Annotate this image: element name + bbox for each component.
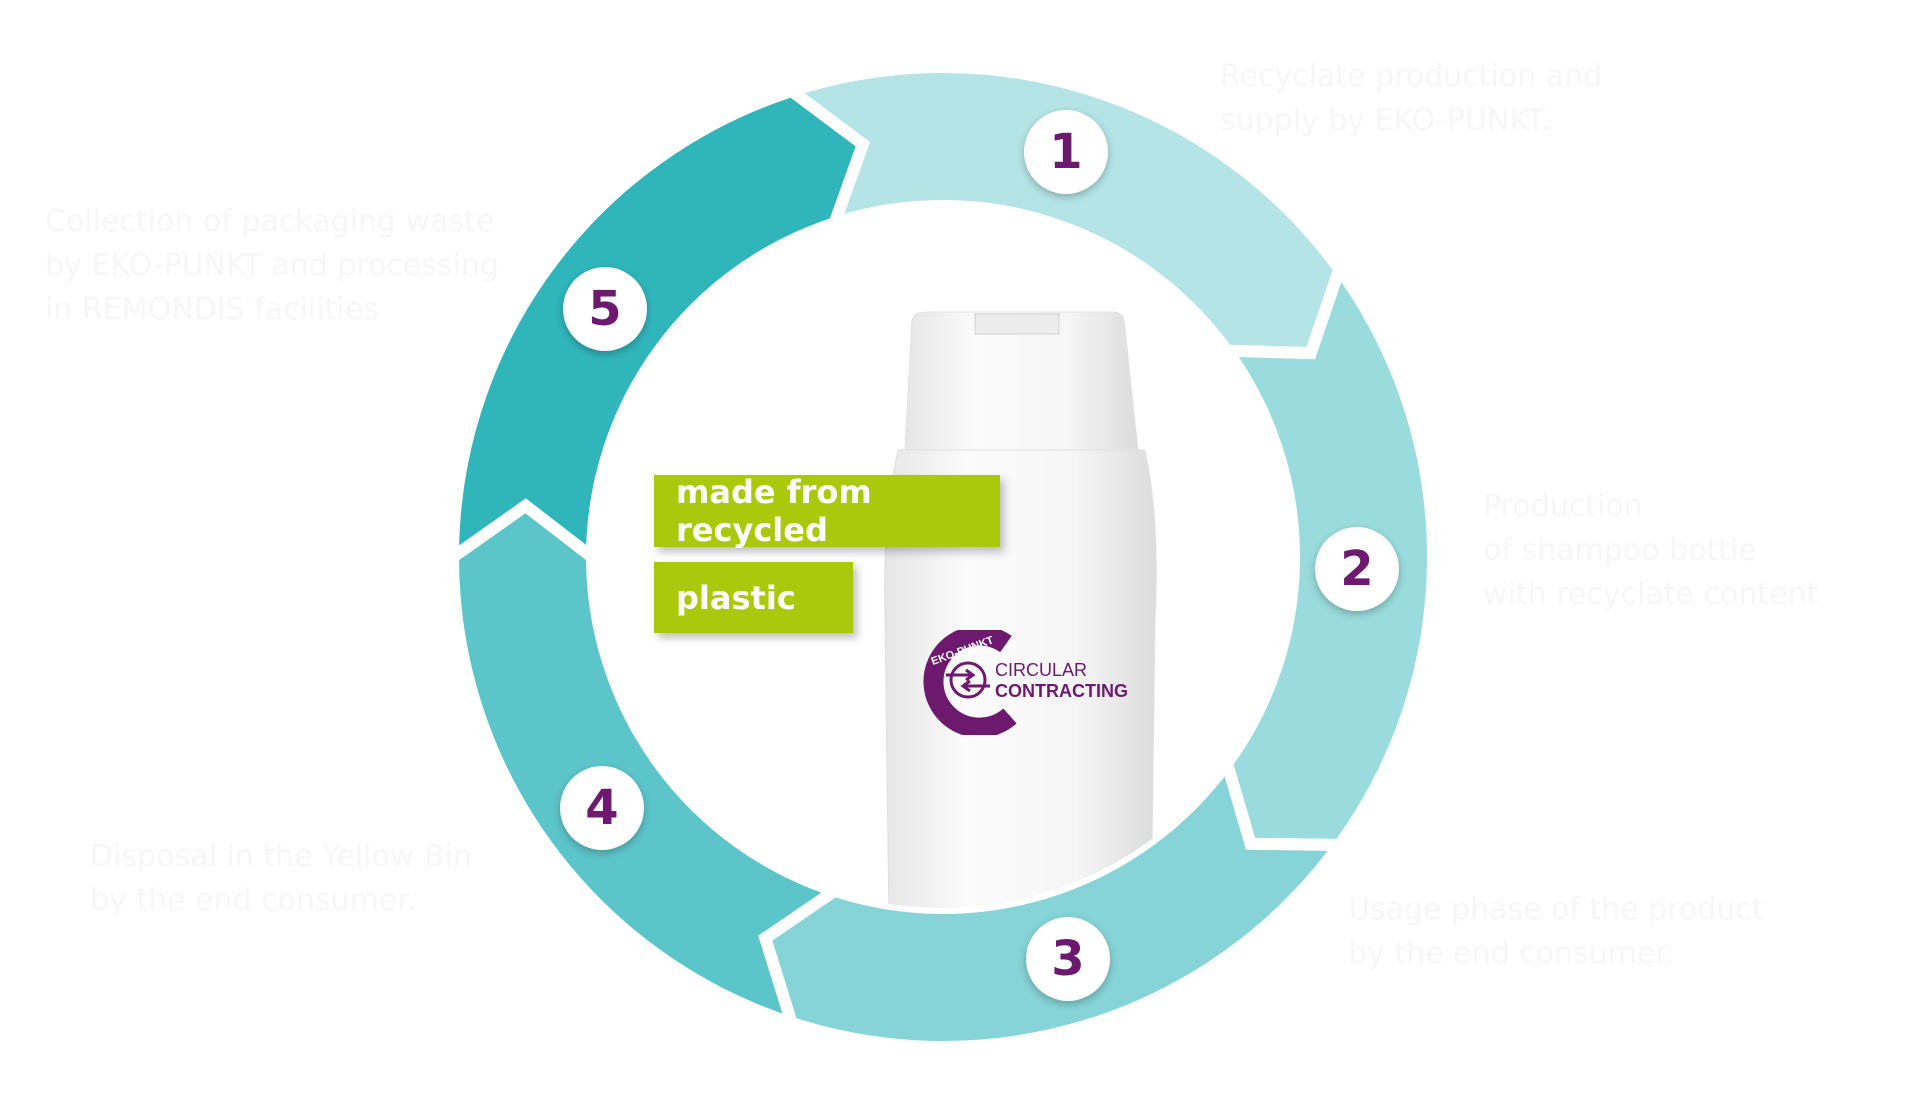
description-line: supply by EKO-PUNKT. [1220, 103, 1552, 138]
description-line: Collection of packaging waste [45, 204, 495, 239]
circular-c-icon: EKO-PUNKT [923, 630, 1017, 735]
description-line: Usage phase of the product [1348, 892, 1764, 927]
description-line: by the end consumer. [90, 883, 417, 918]
step-number-4: 4 [560, 766, 644, 850]
eko-punkt-logo: EKO-PUNKT CIRCULAR CONTRACTING [918, 630, 1128, 735]
step-number-1: 1 [1024, 110, 1108, 194]
step-number-3: 3 [1026, 917, 1110, 1001]
description-line: Production [1483, 489, 1643, 524]
shampoo-bottle [884, 311, 1157, 908]
step-description-1: Recyclate production and supply by EKO-PU… [1220, 55, 1602, 143]
cycle-segment-5 [446, 84, 870, 570]
step-number-5: 5 [563, 267, 647, 351]
description-line: Recyclate production and [1220, 59, 1603, 94]
description-line: by the end consumer. [1348, 936, 1675, 971]
logo-contracting: CONTRACTING [995, 681, 1128, 701]
description-line: in REMONDIS facilities [45, 292, 379, 327]
description-line: Disposal in the Yellow Bin [90, 839, 472, 874]
step-description-4: Disposal in the Yellow Bin by the end con… [90, 835, 472, 923]
step-number-2: 2 [1315, 527, 1399, 611]
step-description-2: Production of shampoo bottle with recyclat… [1483, 485, 1818, 617]
step-description-3: Usage phase of the product by the end con… [1348, 888, 1764, 976]
description-line: by EKO-PUNKT and processing [45, 248, 499, 283]
description-line: of shampoo bottle [1483, 533, 1757, 568]
logo-circular: CIRCULAR [995, 660, 1088, 680]
recycled-label-line2: plastic [654, 562, 853, 633]
description-line: with recyclate content [1483, 577, 1819, 612]
step-description-5: Collection of packaging waste by EKO-PUNK… [45, 200, 499, 332]
recycled-label-line1: made from recycled [654, 473, 1000, 549]
